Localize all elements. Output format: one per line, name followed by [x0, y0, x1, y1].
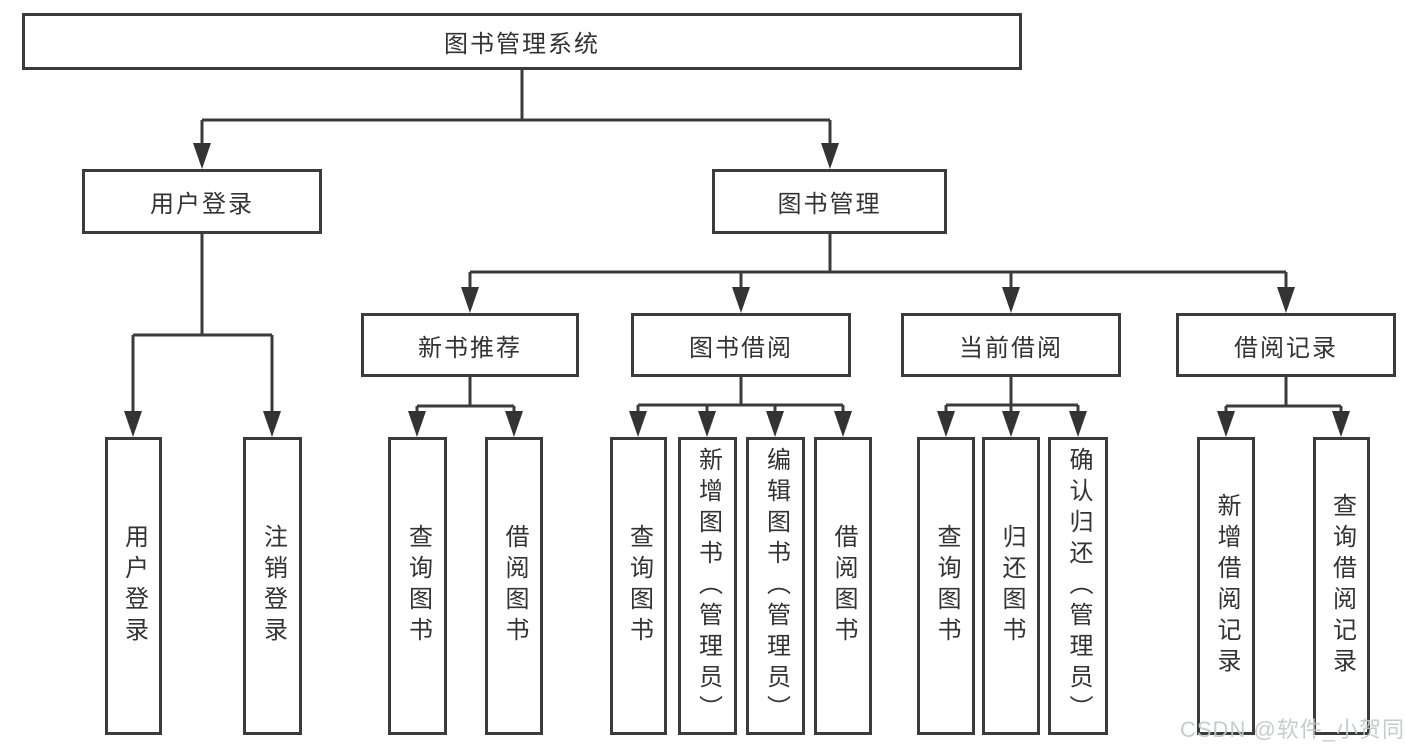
- arrow-down-icon: [821, 143, 839, 169]
- arrow-down-icon: [834, 411, 852, 437]
- arrow-down-icon: [766, 411, 784, 437]
- connector-book-management-to-level2: [461, 234, 1295, 313]
- node-current-borrow: 当前借阅: [901, 313, 1121, 377]
- arrow-down-icon: [461, 287, 479, 313]
- arrow-down-icon: [193, 143, 211, 169]
- node-borrow-records: 借阅记录: [1176, 313, 1396, 377]
- node-new-book-recommend: 新书推荐: [361, 313, 579, 377]
- connector-root-to-level1: [193, 70, 839, 169]
- node-user-login: 用户登录: [82, 169, 322, 234]
- node-book-management: 图书管理: [712, 169, 947, 234]
- arrow-down-icon: [1069, 411, 1087, 437]
- leaf-user-login: 用户登录: [105, 437, 162, 735]
- leaf-query-books-current: 查询图书: [917, 437, 975, 735]
- node-root-system: 图书管理系统: [22, 13, 1022, 70]
- connector-book-borrow-to-leaves: [629, 377, 852, 437]
- leaf-return-book: 归还图书: [982, 437, 1040, 735]
- arrow-down-icon: [698, 411, 716, 437]
- arrow-down-icon: [1217, 411, 1235, 437]
- arrow-down-icon: [1002, 411, 1020, 437]
- leaf-add-book-admin: 新增图书（管理员）: [678, 437, 737, 735]
- arrow-down-icon: [629, 411, 647, 437]
- leaf-borrow-books-borrow: 借阅图书: [814, 437, 872, 735]
- leaf-borrow-books-recommend: 借阅图书: [485, 437, 543, 735]
- arrow-down-icon: [1277, 287, 1295, 313]
- connector-user-login-to-leaves: [124, 234, 281, 437]
- arrow-down-icon: [1332, 411, 1350, 437]
- leaf-edit-book-admin: 编辑图书（管理员）: [746, 437, 805, 735]
- arrow-down-icon: [124, 411, 142, 437]
- arrow-down-icon: [505, 411, 523, 437]
- arrow-down-icon: [937, 411, 955, 437]
- watermark: CSDN @软件_小贺同学: [1180, 717, 1405, 742]
- node-book-borrow: 图书借阅: [631, 313, 851, 377]
- leaf-logout: 注销登录: [243, 437, 302, 735]
- connector-current-borrow-to-leaves: [937, 377, 1087, 437]
- arrow-down-icon: [263, 411, 281, 437]
- arrow-down-icon: [1002, 287, 1020, 313]
- leaf-query-books-recommend: 查询图书: [388, 437, 447, 735]
- arrow-down-icon: [732, 287, 750, 313]
- connector-new-book-recommend-to-leaves: [408, 377, 523, 437]
- arrow-down-icon: [408, 411, 426, 437]
- leaf-query-books-borrow: 查询图书: [610, 437, 667, 735]
- leaf-confirm-return-admin: 确认归还（管理员）: [1048, 437, 1108, 735]
- connector-borrow-records-to-leaves: [1217, 377, 1350, 437]
- leaf-add-borrow-record: 新增借阅记录: [1197, 437, 1255, 735]
- leaf-query-borrow-record: 查询借阅记录: [1313, 437, 1370, 735]
